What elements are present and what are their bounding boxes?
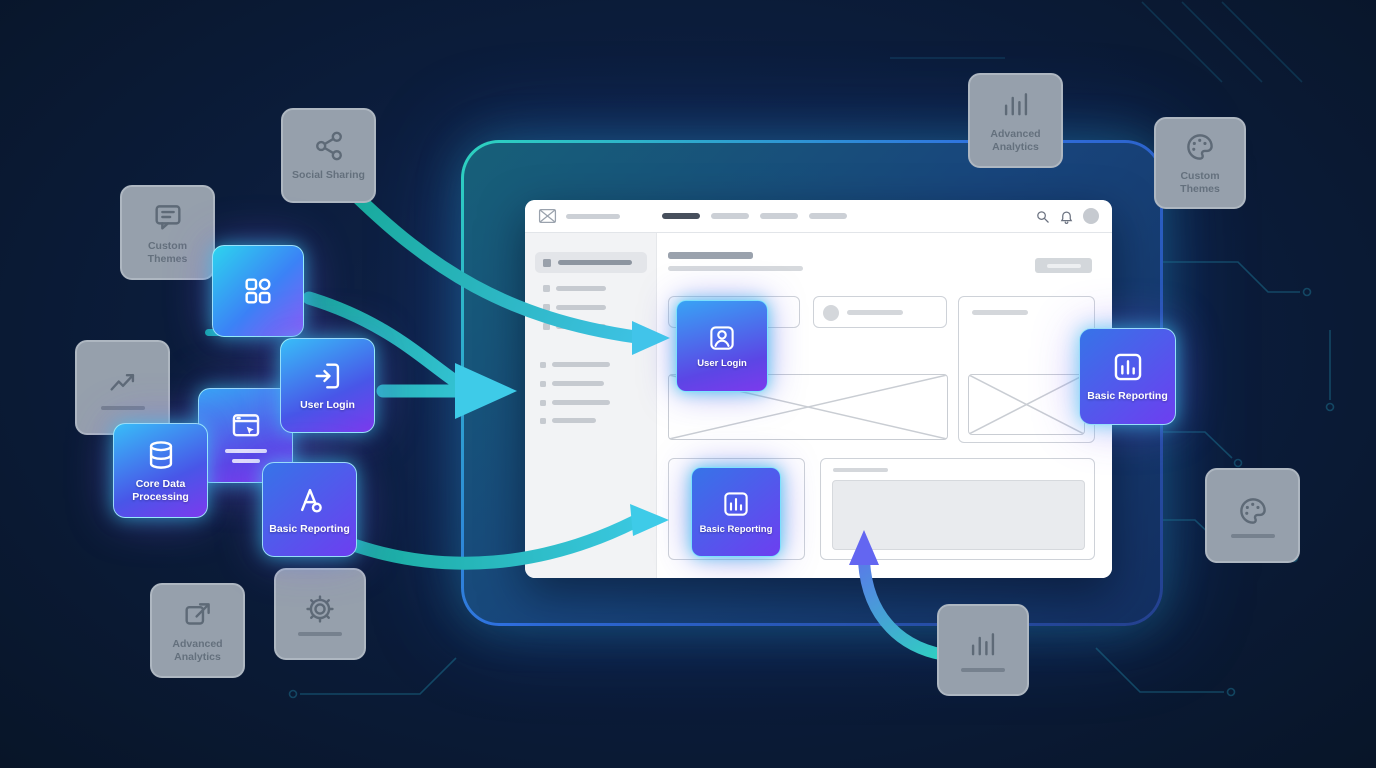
nav-placeholder xyxy=(662,213,847,219)
logo-placeholder-icon xyxy=(538,208,557,224)
feature-card-advanced-analytics-left: Advanced Analytics xyxy=(150,583,245,678)
app-grid-icon xyxy=(241,274,275,308)
feature-card-gear xyxy=(274,568,366,660)
login-arrow-icon xyxy=(311,359,345,393)
bell-icon xyxy=(1059,209,1074,224)
mockup-feature-label: Basic Reporting xyxy=(699,523,773,535)
avatar xyxy=(1083,208,1099,224)
mockup-feature-basic-reporting: Basic Reporting xyxy=(691,467,781,557)
feature-card-label: Custom Themes xyxy=(1180,170,1220,195)
feature-card-label: Basic Reporting xyxy=(1087,390,1168,403)
feature-card-app-grid xyxy=(212,245,304,337)
feature-card-user-login: User Login xyxy=(280,338,375,433)
avatar-placeholder xyxy=(823,305,839,321)
nav-item-active xyxy=(662,213,700,219)
image-placeholder xyxy=(968,374,1085,435)
nav-item xyxy=(809,213,847,219)
content-card xyxy=(820,458,1095,560)
logo-text-placeholder xyxy=(566,213,620,219)
search-icon xyxy=(1035,209,1050,224)
feature-card-custom-themes-right: Custom Themes xyxy=(1154,117,1246,209)
feature-card-core-data-processing: Core Data Processing xyxy=(113,423,208,518)
chart-placeholder xyxy=(832,480,1085,550)
feature-card-label: User Login xyxy=(300,399,355,412)
bar-chart-square-icon xyxy=(1111,350,1145,384)
feature-card-palette xyxy=(1205,468,1300,563)
bar-chart-square-icon xyxy=(721,489,751,519)
bar-chart-icon xyxy=(999,88,1033,122)
mockup-feature-user-login: User Login xyxy=(676,300,768,392)
nav-item xyxy=(711,213,749,219)
feature-card-label: Social Sharing xyxy=(292,169,365,182)
chat-bubble-icon xyxy=(151,200,185,234)
share-nodes-icon xyxy=(312,129,346,163)
sidebar-selected-item xyxy=(535,252,647,273)
feature-card-basic-reporting-right: Basic Reporting xyxy=(1079,328,1176,425)
mockup-header xyxy=(525,200,1112,233)
content-card xyxy=(958,296,1095,443)
feature-card-label: Advanced Analytics xyxy=(172,637,223,663)
palette-icon xyxy=(1183,130,1217,164)
feature-card-basic-reporting-left: Basic Reporting xyxy=(262,462,357,557)
mockup-content: User Login Basic Reporting xyxy=(657,233,1112,578)
feature-card-social-sharing: Social Sharing xyxy=(281,108,376,203)
feature-card-advanced-analytics-right: Advanced Analytics xyxy=(968,73,1063,168)
bar-chart-icon xyxy=(966,628,1000,662)
vector-node-icon xyxy=(293,483,327,517)
trend-chart-icon xyxy=(106,366,140,400)
page-title-placeholder xyxy=(668,252,753,259)
mockup-sidebar xyxy=(525,233,657,578)
feature-card-bar-chart xyxy=(937,604,1029,696)
gear-icon xyxy=(303,592,337,626)
feature-card-custom-themes-left: Custom Themes xyxy=(120,185,215,280)
nav-item xyxy=(760,213,798,219)
feature-card-label: Basic Reporting xyxy=(269,523,350,536)
button-placeholder xyxy=(1035,258,1092,273)
feature-card-label: Custom Themes xyxy=(147,239,188,265)
browser-window-icon xyxy=(229,409,263,443)
palette-icon xyxy=(1236,494,1270,528)
content-card xyxy=(813,296,947,328)
feature-card-label: Advanced Analytics xyxy=(990,127,1041,153)
share-box-icon xyxy=(181,598,215,632)
user-icon xyxy=(707,323,737,353)
database-icon xyxy=(144,438,178,472)
mockup-feature-label: User Login xyxy=(697,357,747,369)
feature-card-trend-sketch xyxy=(75,340,170,435)
feature-card-label: Core Data Processing xyxy=(132,477,189,503)
page-subtitle-placeholder xyxy=(668,266,803,271)
app-window-mockup: User Login Basic Reporting xyxy=(525,200,1112,578)
